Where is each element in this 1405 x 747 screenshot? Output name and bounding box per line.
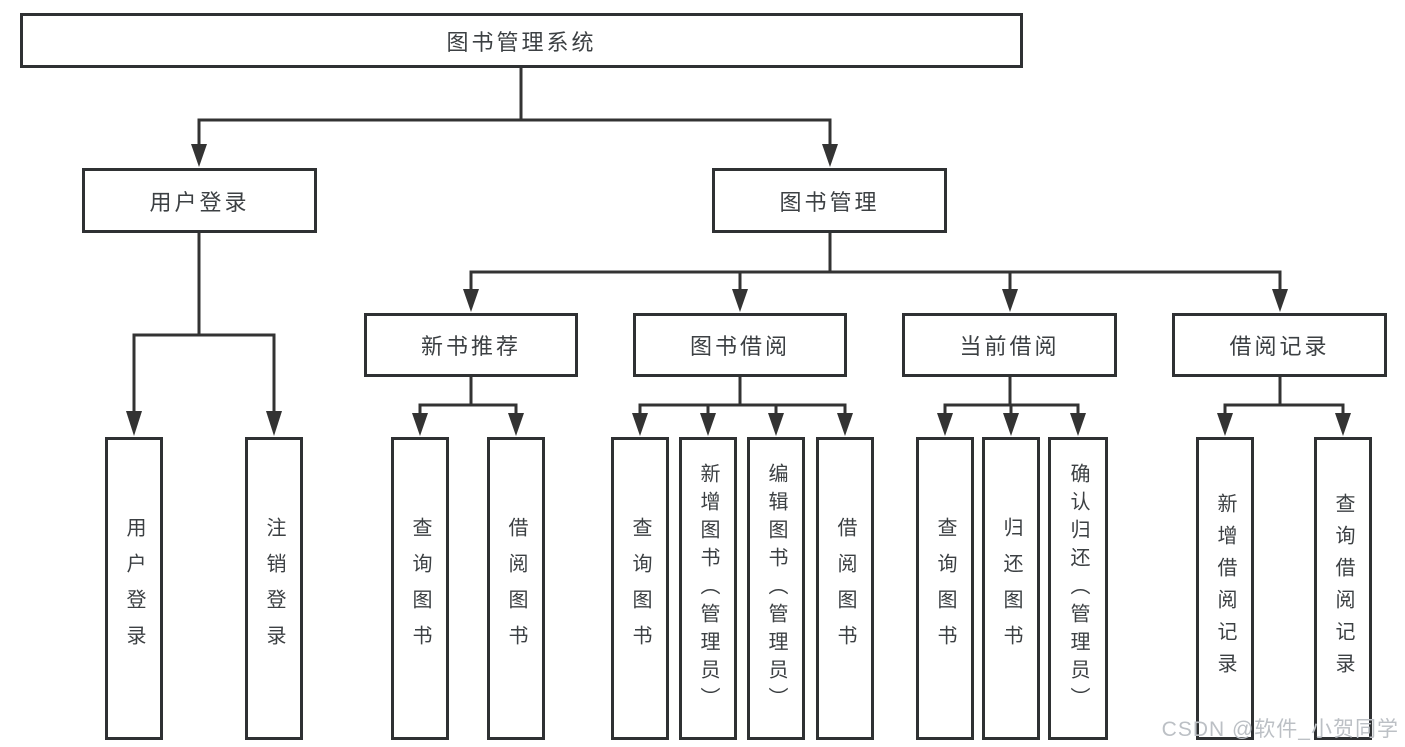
node-label: 用户登录 — [149, 189, 250, 215]
node-cb-query-books: 查询图书 — [916, 437, 974, 740]
node-cb-return-books: 归还图书 — [982, 437, 1040, 740]
node-label: 当前借阅 — [959, 334, 1060, 359]
node-nb-borrow-books: 借阅图书 — [487, 437, 545, 740]
node-cb-confirm-return-admin: 确认归还（管理员） — [1048, 437, 1108, 740]
node-label: 归还图书 — [1000, 516, 1022, 661]
node-label: 查询图书 — [934, 516, 956, 661]
node-label: 新增图书（管理员） — [697, 462, 719, 715]
node-label: 用户登录 — [123, 516, 145, 661]
node-label: 图书管理系统 — [446, 29, 597, 55]
node-br-add-record: 新增借阅记录 — [1196, 437, 1254, 740]
node-label: 查询图书 — [629, 516, 651, 661]
node-label: 确认归还（管理员） — [1067, 462, 1089, 715]
node-label: 新书推荐 — [420, 334, 521, 359]
node-nb-query-books: 查询图书 — [391, 437, 449, 740]
node-borrowing-records: 借阅记录 — [1172, 313, 1387, 377]
node-logout-action: 注销登录 — [245, 437, 303, 740]
node-user-login-action: 用户登录 — [105, 437, 163, 740]
node-current-borrowing: 当前借阅 — [902, 313, 1117, 377]
node-br-query-record: 查询借阅记录 — [1314, 437, 1372, 740]
node-book-borrowing: 图书借阅 — [633, 313, 847, 377]
node-label: 图书借阅 — [689, 334, 790, 359]
node-label: 借阅图书 — [834, 516, 856, 661]
node-label: 借阅图书 — [505, 516, 527, 661]
node-bb-borrow-books: 借阅图书 — [816, 437, 874, 740]
node-label: 编辑图书（管理员） — [765, 462, 787, 715]
node-label: 借阅记录 — [1229, 334, 1330, 359]
node-bb-edit-books-admin: 编辑图书（管理员） — [747, 437, 805, 740]
watermark: CSDN @软件_小贺同学 — [1161, 718, 1399, 741]
node-root-system: 图书管理系统 — [20, 13, 1023, 68]
node-bb-query-books: 查询图书 — [611, 437, 669, 740]
node-bb-add-books-admin: 新增图书（管理员） — [679, 437, 737, 740]
node-label: 查询借阅记录 — [1332, 492, 1354, 685]
node-label: 注销登录 — [263, 516, 285, 661]
node-label: 查询图书 — [409, 516, 431, 661]
node-user-login: 用户登录 — [82, 168, 317, 233]
node-book-management: 图书管理 — [712, 168, 947, 233]
node-label: 新增借阅记录 — [1214, 492, 1236, 685]
node-label: 图书管理 — [779, 189, 880, 215]
node-new-book-recommend: 新书推荐 — [364, 313, 578, 377]
